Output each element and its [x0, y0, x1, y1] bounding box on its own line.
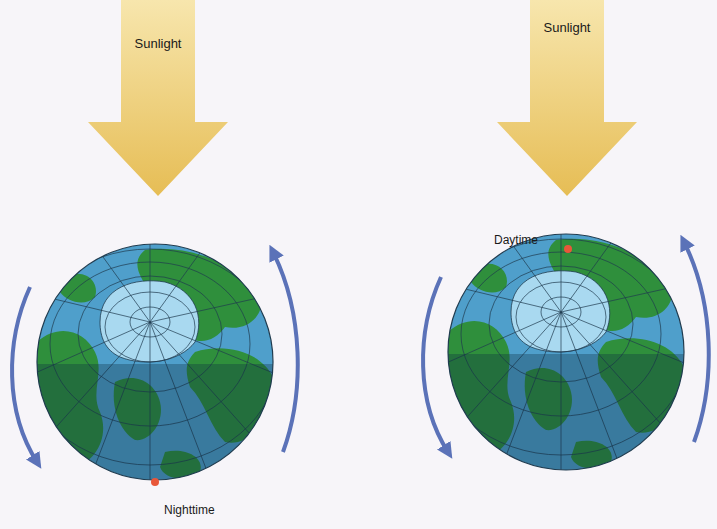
point-label: Nighttime — [164, 503, 215, 517]
point-label: Daytime — [494, 233, 538, 247]
arrow-label: Sunlight — [135, 36, 182, 51]
sunlight-arrow: Sunlight — [88, 0, 228, 196]
sunlight-arrow: Sunlight — [497, 0, 637, 196]
arrow-shape — [88, 0, 228, 196]
arrow-label: Sunlight — [544, 20, 591, 35]
